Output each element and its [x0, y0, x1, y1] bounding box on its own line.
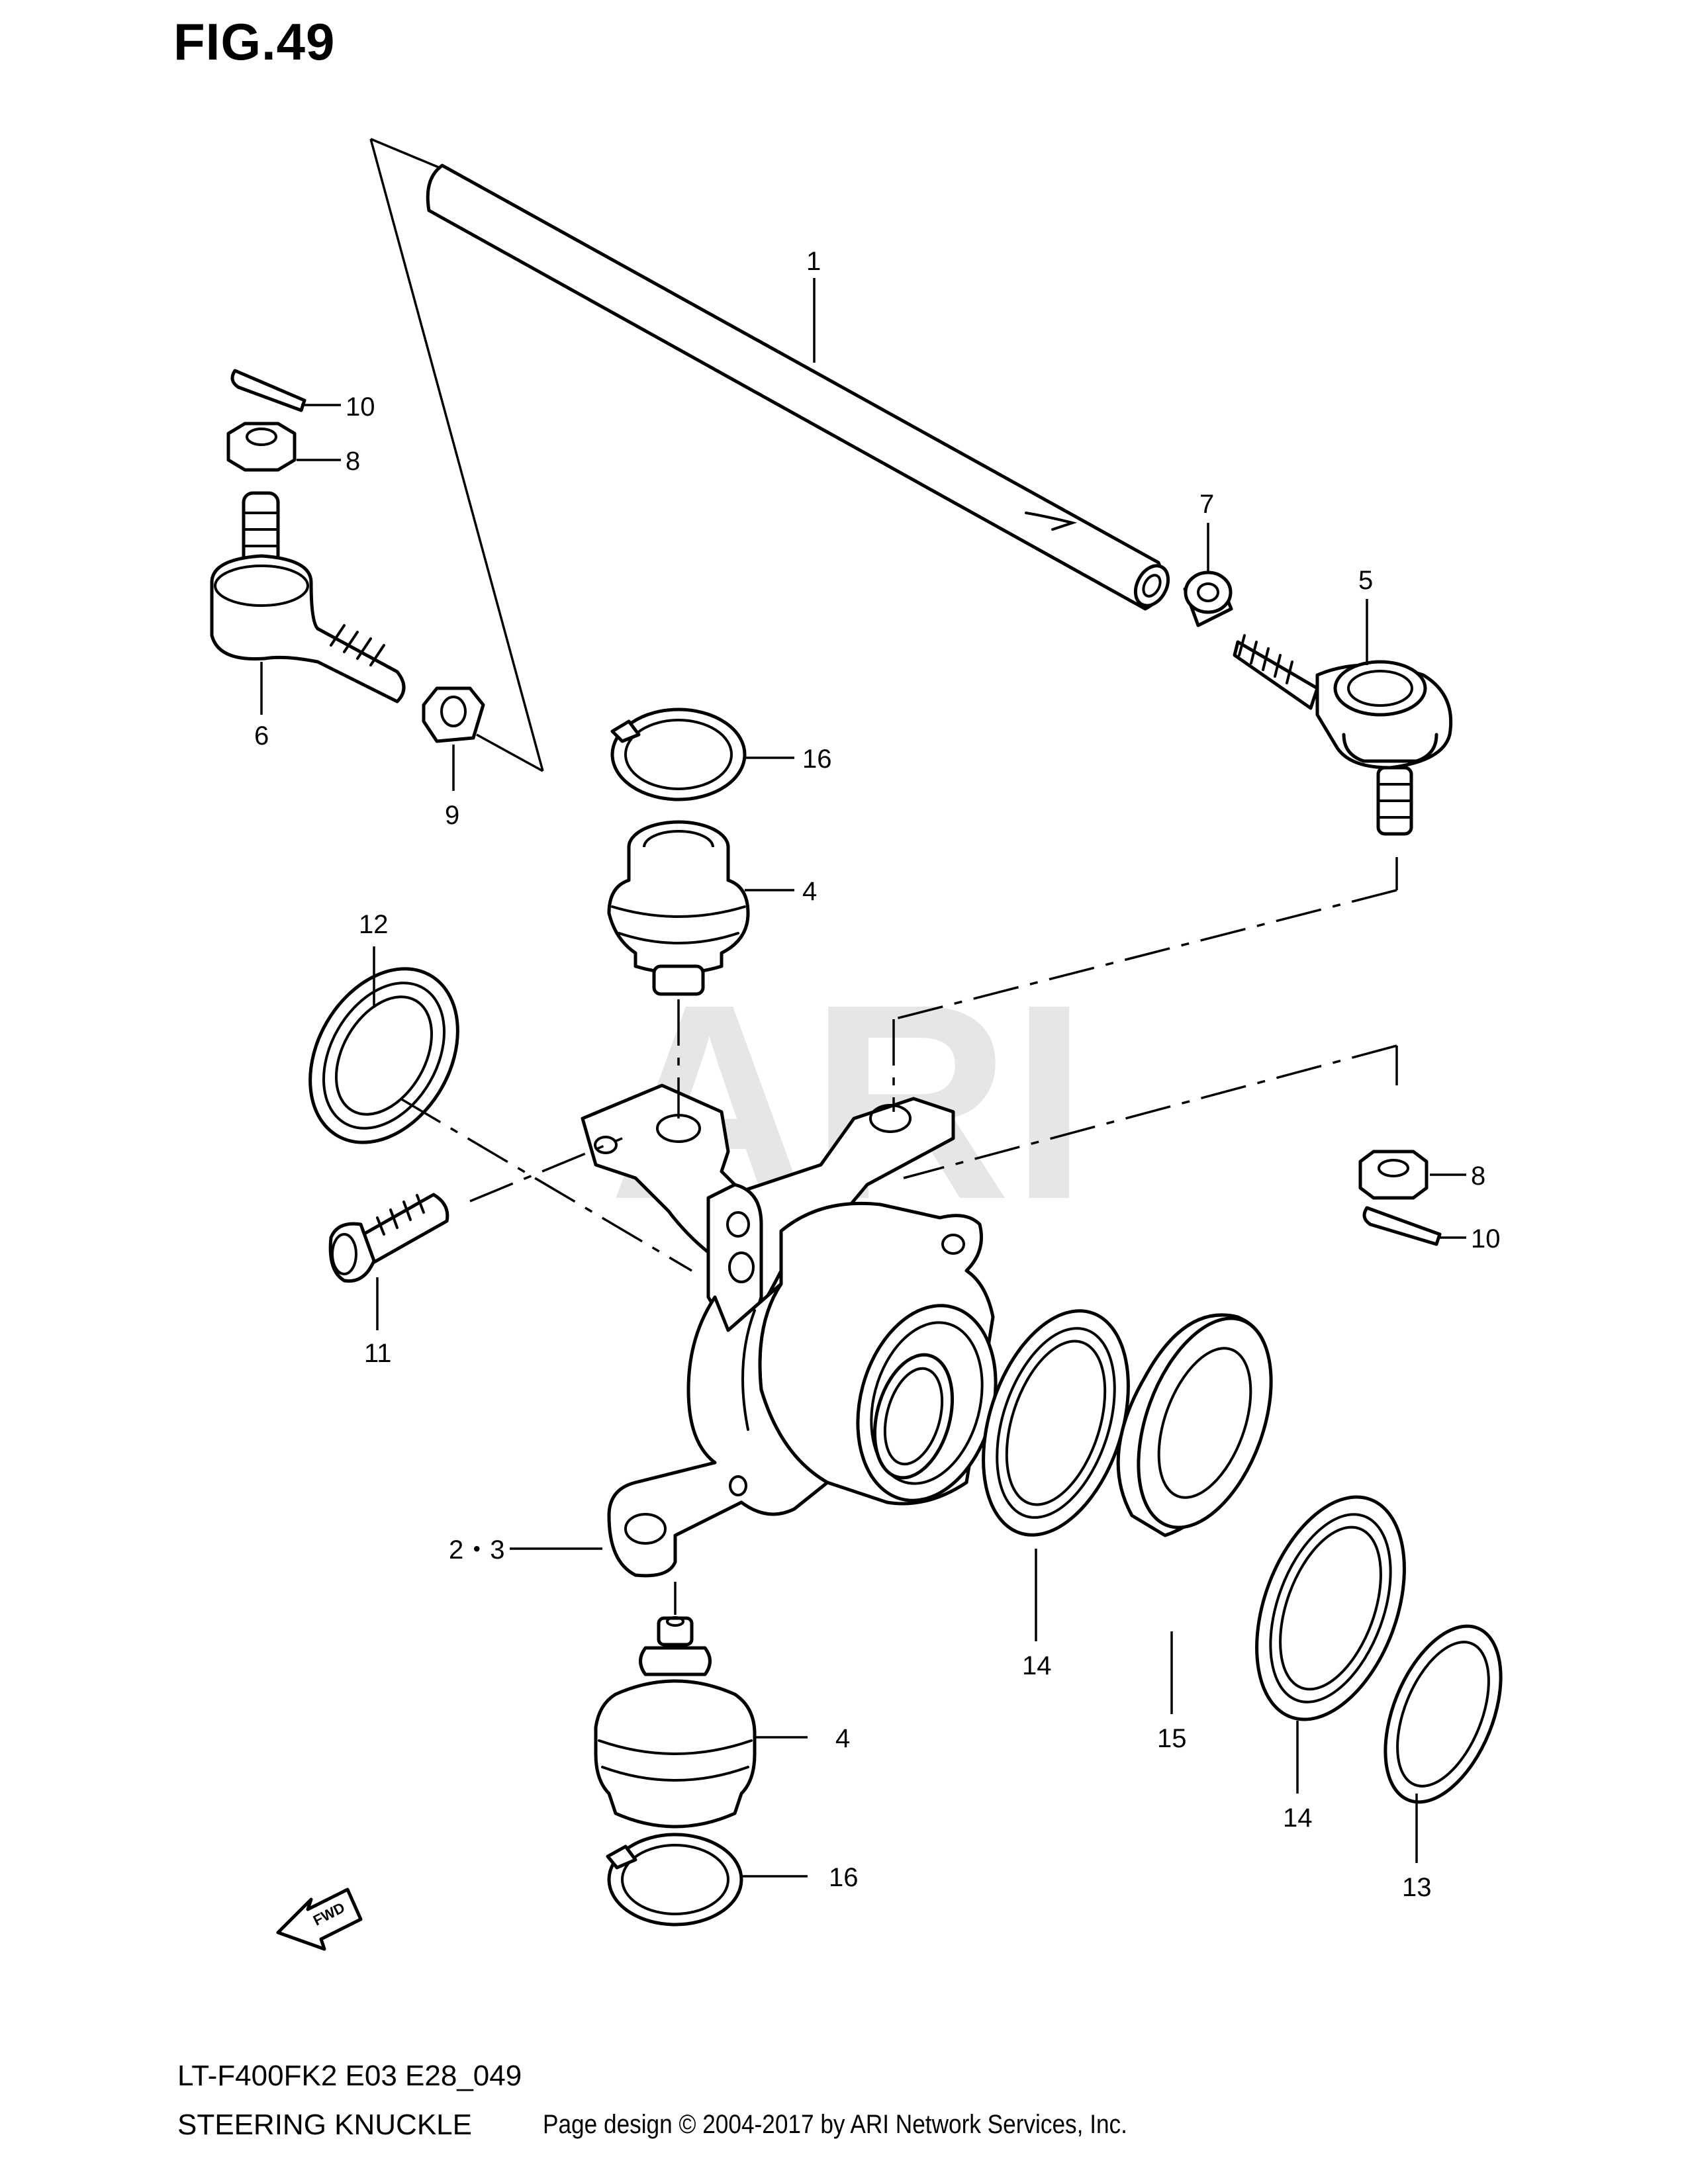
callout-7: 7 [1199, 490, 1214, 519]
callout-10-top: 10 [346, 392, 375, 422]
tie-rod[interactable] [426, 163, 1174, 612]
callout-9: 9 [445, 801, 459, 830]
callout-6: 6 [254, 721, 269, 751]
lock-nut[interactable] [1183, 570, 1233, 627]
callout-8-right: 8 [1471, 1161, 1485, 1191]
knuckle-bolt[interactable] [328, 1193, 449, 1283]
castle-nut-right[interactable] [1358, 1150, 1429, 1200]
castle-nut-top[interactable] [226, 422, 297, 472]
callout-8-top: 8 [346, 447, 360, 476]
hub-seal-outer[interactable] [1229, 1477, 1432, 1739]
forward-direction-badge: FWD [276, 1888, 363, 1951]
tie-rod-nut-left[interactable] [422, 686, 485, 743]
callout-11: 11 [364, 1339, 392, 1368]
steering-knuckle[interactable] [581, 1083, 1016, 1578]
model-code: LT-F400FK2 E03 E28_049 [177, 2060, 522, 2092]
callout-4-top: 4 [802, 877, 817, 906]
callout-16-bottom: 16 [829, 1863, 859, 1892]
cotter-pin-right[interactable] [1362, 1206, 1442, 1246]
ball-joint-bottom[interactable] [594, 1616, 757, 1829]
spacer-ring[interactable] [1362, 1610, 1524, 1819]
copyright-notice: Page design © 2004-2017 by ARI Network S… [543, 2110, 1127, 2139]
callout-13: 13 [1402, 1873, 1432, 1902]
callout-14-outer: 14 [1283, 1803, 1313, 1833]
section-title: STEERING KNUCKLE [177, 2109, 472, 2141]
assembly-lines [400, 857, 1398, 1615]
circlip-top[interactable] [610, 707, 747, 801]
tie-rod-group-bracket [369, 138, 544, 772]
callout-2-3: 2・3 [449, 1535, 505, 1565]
callout-labels: 1 10 8 7 5 6 9 16 4 12 8 10 11 2・3 14 15… [254, 247, 1501, 1902]
callout-12: 12 [359, 910, 389, 939]
callout-15: 15 [1157, 1724, 1187, 1753]
callout-4-bottom: 4 [835, 1724, 850, 1753]
tie-rod-end-right[interactable] [1233, 634, 1453, 836]
wheel-bearing[interactable] [1113, 1300, 1297, 1545]
tie-rod-end-left[interactable] [210, 491, 406, 704]
callout-10-right: 10 [1471, 1224, 1501, 1253]
leader-lines [260, 278, 1466, 1878]
callout-1: 1 [806, 247, 821, 276]
callout-14-inner: 14 [1022, 1651, 1052, 1680]
callout-16-top: 16 [802, 745, 832, 774]
figure-title: FIG.49 [173, 13, 336, 71]
callout-5: 5 [1358, 566, 1373, 595]
circlip-bottom[interactable] [606, 1833, 743, 1927]
oil-seal-large[interactable] [280, 942, 487, 1169]
ball-joint-top[interactable] [607, 820, 750, 996]
cotter-pin-top[interactable] [230, 369, 306, 412]
